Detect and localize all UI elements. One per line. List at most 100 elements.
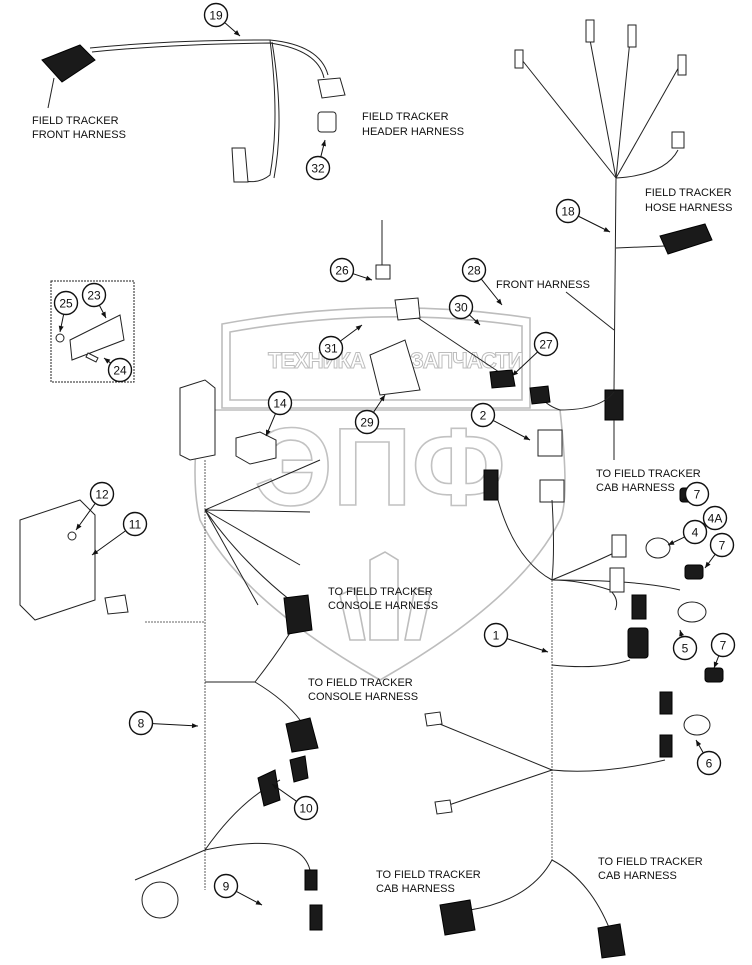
- callout-10: 10: [271, 783, 319, 821]
- label-console-harness-upper: TO FIELD TRACKER CONSOLE HARNESS: [328, 586, 438, 612]
- arrowhead-icon: [266, 429, 271, 436]
- callout-circle: [293, 795, 319, 821]
- hose-harness-assembly: [514, 19, 713, 460]
- callout-circle: [329, 257, 355, 283]
- connector-27: [489, 369, 516, 389]
- arrowhead-icon: [321, 140, 326, 147]
- arrowhead-icon: [104, 358, 111, 364]
- watermark-text-right: ЗАПЧАСТИ: [410, 348, 523, 373]
- watermark-letters: ЭПФ: [254, 406, 505, 529]
- label-field-tracker-front-harness: FIELD TRACKER FRONT HARNESS: [32, 115, 126, 141]
- connector-6b: [659, 734, 673, 758]
- arrowhead-icon: [92, 549, 99, 555]
- watermark: ТЕХНИКА ЗАПЧАСТИ ЭПФ: [194, 307, 566, 681]
- callout-7: 7: [704, 532, 735, 569]
- leader-line: [493, 420, 531, 441]
- callout-circle: [483, 622, 509, 648]
- leader-line: [152, 723, 199, 727]
- arrowhead-icon: [603, 227, 610, 232]
- mounting-plate-23: [69, 314, 125, 361]
- callout-circle: [354, 409, 380, 435]
- callout-9: 9: [213, 873, 263, 906]
- label-cab-harness-lower-left: TO FIELD TRACKER CAB HARNESS: [376, 869, 484, 895]
- ground-stud-lower: [434, 799, 453, 815]
- callout-2: 2: [470, 402, 531, 441]
- callout-number: 1: [493, 629, 500, 643]
- callout-circle: [213, 873, 239, 899]
- arrowhead-icon: [696, 740, 702, 747]
- callout-number: 23: [87, 289, 101, 303]
- controller-11: [19, 499, 96, 621]
- sensor-tip: [585, 19, 595, 43]
- cap-7-c: [704, 667, 724, 683]
- header-harness-connector: [317, 77, 346, 99]
- connector-5-plug: [631, 594, 647, 620]
- callout-5: 5: [672, 629, 698, 661]
- callout-number: 31: [324, 342, 338, 356]
- callout-number: 4: [692, 526, 699, 540]
- arrowhead-icon: [713, 661, 719, 668]
- wheat-icon: [339, 551, 431, 641]
- fuse-block: [179, 379, 216, 461]
- callout-number: 7: [694, 488, 701, 502]
- console-connector-lower: [285, 717, 319, 753]
- nut-25: [55, 333, 65, 343]
- connector-10a: [257, 769, 281, 807]
- sensor-tip: [677, 54, 687, 76]
- sensor-5: [677, 601, 707, 623]
- callout-4a: 4A: [699, 505, 728, 531]
- callout-circle: [710, 632, 736, 658]
- callout-31: 31: [318, 324, 363, 361]
- callout-circle: [203, 2, 229, 28]
- callout-number: 32: [311, 162, 325, 176]
- harness-8: [19, 459, 323, 931]
- arrowhead-icon: [255, 899, 262, 905]
- callout-number: 28: [467, 264, 481, 278]
- callout-14: 14: [265, 390, 293, 437]
- callout-number: 14: [273, 397, 287, 411]
- cab-connector-right: [597, 923, 626, 959]
- callout-circle: [81, 282, 107, 308]
- callout-circle: [122, 511, 148, 537]
- leader-line: [507, 638, 549, 653]
- callout-circle: [682, 519, 708, 545]
- connector-9b: [309, 904, 323, 931]
- callout-32: 32: [305, 139, 331, 181]
- callout-circle: [709, 532, 735, 558]
- callout-circle: [672, 635, 698, 661]
- arrowhead-icon: [76, 523, 82, 530]
- callout-number: 26: [335, 264, 349, 278]
- callout-4: 4: [667, 519, 708, 546]
- center-components: [179, 220, 565, 503]
- callout-number: 9: [223, 880, 230, 894]
- callout-7: 7: [681, 481, 710, 507]
- round-connector: [141, 881, 179, 919]
- label-header-harness: FIELD TRACKER HEADER HARNESS: [362, 111, 464, 138]
- cab-harness-round-connector: [604, 389, 624, 421]
- ground-stud-upper: [424, 711, 443, 727]
- callout-circle: [267, 390, 293, 416]
- callout-number: 25: [59, 297, 73, 311]
- screw-24: [85, 352, 99, 363]
- callout-number: 29: [360, 416, 374, 430]
- hose-harness-connector: [659, 223, 713, 255]
- arrowhead-icon: [379, 395, 385, 402]
- bolt-26: [375, 264, 391, 280]
- callout-19: 19: [203, 2, 241, 37]
- callout-number: 7: [719, 539, 726, 553]
- callout-number: 18: [561, 205, 575, 219]
- cap-32: [317, 111, 337, 133]
- sensor-6: [683, 714, 711, 736]
- text-labels: FIELD TRACKER FRONT HARNESS FIELD TRACKE…: [32, 111, 732, 895]
- callout-circle: [696, 750, 722, 776]
- cap-7-b: [684, 564, 704, 580]
- callout-number: 10: [299, 802, 313, 816]
- callout-6: 6: [695, 739, 722, 776]
- callout-circle: [107, 357, 133, 383]
- arrowhead-icon: [272, 784, 279, 790]
- label-cab-harness-lower-right: TO FIELD TRACKER CAB HARNESS: [598, 856, 706, 882]
- label-cab-harness-upper: TO FIELD TRACKER CAB HARNESS: [596, 468, 704, 494]
- small-connector: [671, 131, 685, 149]
- arrowhead-icon: [101, 311, 106, 318]
